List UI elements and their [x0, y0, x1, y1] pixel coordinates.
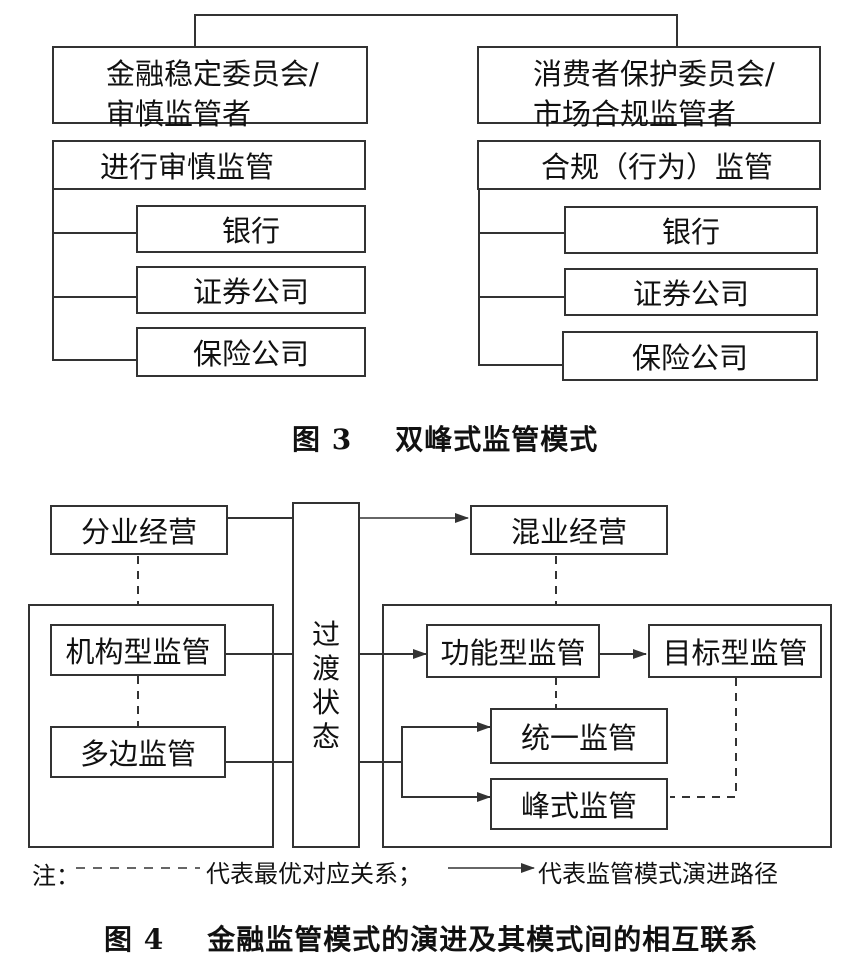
right-entity-bank-label: 银行	[661, 215, 720, 249]
right-entity-securities: 证券公司	[564, 268, 818, 316]
prudential-supervision-box: 进行审慎监管	[52, 140, 366, 190]
right-entity-securities-label: 证券公司	[632, 277, 749, 311]
objective-regulation-box: 目标型监管	[648, 624, 822, 678]
figure-4-caption-text: 金融监管模式的演进及其模式间的相互联系	[207, 923, 759, 956]
conduct-supervision-label: 合规（行为）监管	[541, 150, 774, 184]
functional-regulation-box: 功能型监管	[426, 624, 600, 678]
unified-regulation-label: 统一监管	[520, 721, 637, 755]
legend-dashed-text: 代表最优对应关系；	[206, 860, 422, 888]
transition-char-1: 过	[311, 618, 340, 651]
right-group-frame	[382, 604, 832, 848]
transition-char-2: 渡	[311, 652, 340, 685]
left-tree-trunk	[52, 190, 54, 360]
top-connector-bar	[194, 14, 678, 16]
multilateral-regulation-label: 多边监管	[79, 737, 196, 771]
right-branch-1	[478, 232, 564, 234]
consumer-regulator-line2: 市场合规监管者	[533, 97, 737, 131]
right-entity-insurance: 保险公司	[562, 331, 818, 381]
mixed-operation-box: 混业经营	[470, 505, 668, 555]
objective-regulation-label: 目标型监管	[662, 636, 808, 670]
consumer-regulator-box: 消费者保护委员会/ 市场合规监管者	[477, 46, 821, 131]
right-branch-3	[478, 364, 564, 366]
right-entity-bank: 银行	[564, 206, 818, 254]
transition-state-box	[292, 502, 360, 848]
multilateral-regulation-box: 多边监管	[50, 726, 226, 778]
separate-operation-label: 分业经营	[80, 515, 197, 549]
right-entity-insurance-label: 保险公司	[631, 341, 748, 375]
separate-operation-box: 分业经营	[50, 505, 228, 555]
legend-arrow-text: 代表监管模式演进路径	[538, 860, 778, 888]
top-connector-right	[676, 14, 678, 48]
left-entity-securities: 证券公司	[136, 266, 366, 314]
arrow-transition-branch	[358, 722, 491, 763]
transition-char-4: 态	[311, 720, 340, 753]
right-branch-2	[478, 296, 564, 298]
conduct-supervision-box: 合规（行为）监管	[477, 140, 821, 190]
left-branch-1	[52, 232, 136, 234]
prudential-supervision-label: 进行审慎监管	[100, 150, 275, 184]
left-branch-3	[52, 359, 136, 361]
institutional-regulation-label: 机构型监管	[65, 635, 211, 669]
figure-3-caption-text: 双峰式监管模式	[395, 423, 599, 456]
left-branch-2	[52, 296, 136, 298]
figure-3-caption: 图 3 双峰式监管模式	[292, 418, 598, 458]
twin-peaks-regulation-box: 峰式监管	[490, 778, 668, 830]
left-entity-insurance-label: 保险公司	[192, 337, 309, 371]
legend-note-prefix: 注：	[32, 862, 80, 890]
figure-3-caption-number: 图 3	[292, 423, 353, 456]
left-group-frame	[28, 604, 274, 848]
mixed-operation-label: 混业经营	[510, 515, 627, 549]
unified-regulation-box: 统一监管	[490, 708, 668, 764]
left-entity-bank-label: 银行	[221, 214, 280, 248]
left-entity-securities-label: 证券公司	[192, 275, 309, 309]
left-entity-insurance: 保险公司	[136, 327, 366, 377]
transition-state-label: 过 渡 状 态	[306, 618, 346, 754]
right-tree-trunk	[478, 190, 480, 366]
consumer-regulator-line1: 消费者保护委员会/	[533, 57, 775, 91]
figure-4-caption-number: 图 4	[104, 923, 165, 956]
transition-char-3: 状	[311, 686, 340, 719]
prudential-regulator-box: 金融稳定委员会/ 审慎监管者	[52, 46, 368, 131]
prudential-regulator-line1: 金融稳定委员会/	[106, 57, 319, 91]
figure-4-caption: 图 4 金融监管模式的演进及其模式间的相互联系	[104, 918, 758, 958]
twin-peaks-regulation-label: 峰式监管	[520, 789, 637, 823]
prudential-regulator-line2: 审慎监管者	[106, 97, 252, 131]
institutional-regulation-box: 机构型监管	[50, 624, 226, 676]
left-entity-bank: 银行	[136, 205, 366, 253]
arrow-transition-to-twin-peaks	[401, 762, 491, 802]
top-connector-left	[194, 14, 196, 48]
functional-regulation-label: 功能型监管	[440, 636, 586, 670]
